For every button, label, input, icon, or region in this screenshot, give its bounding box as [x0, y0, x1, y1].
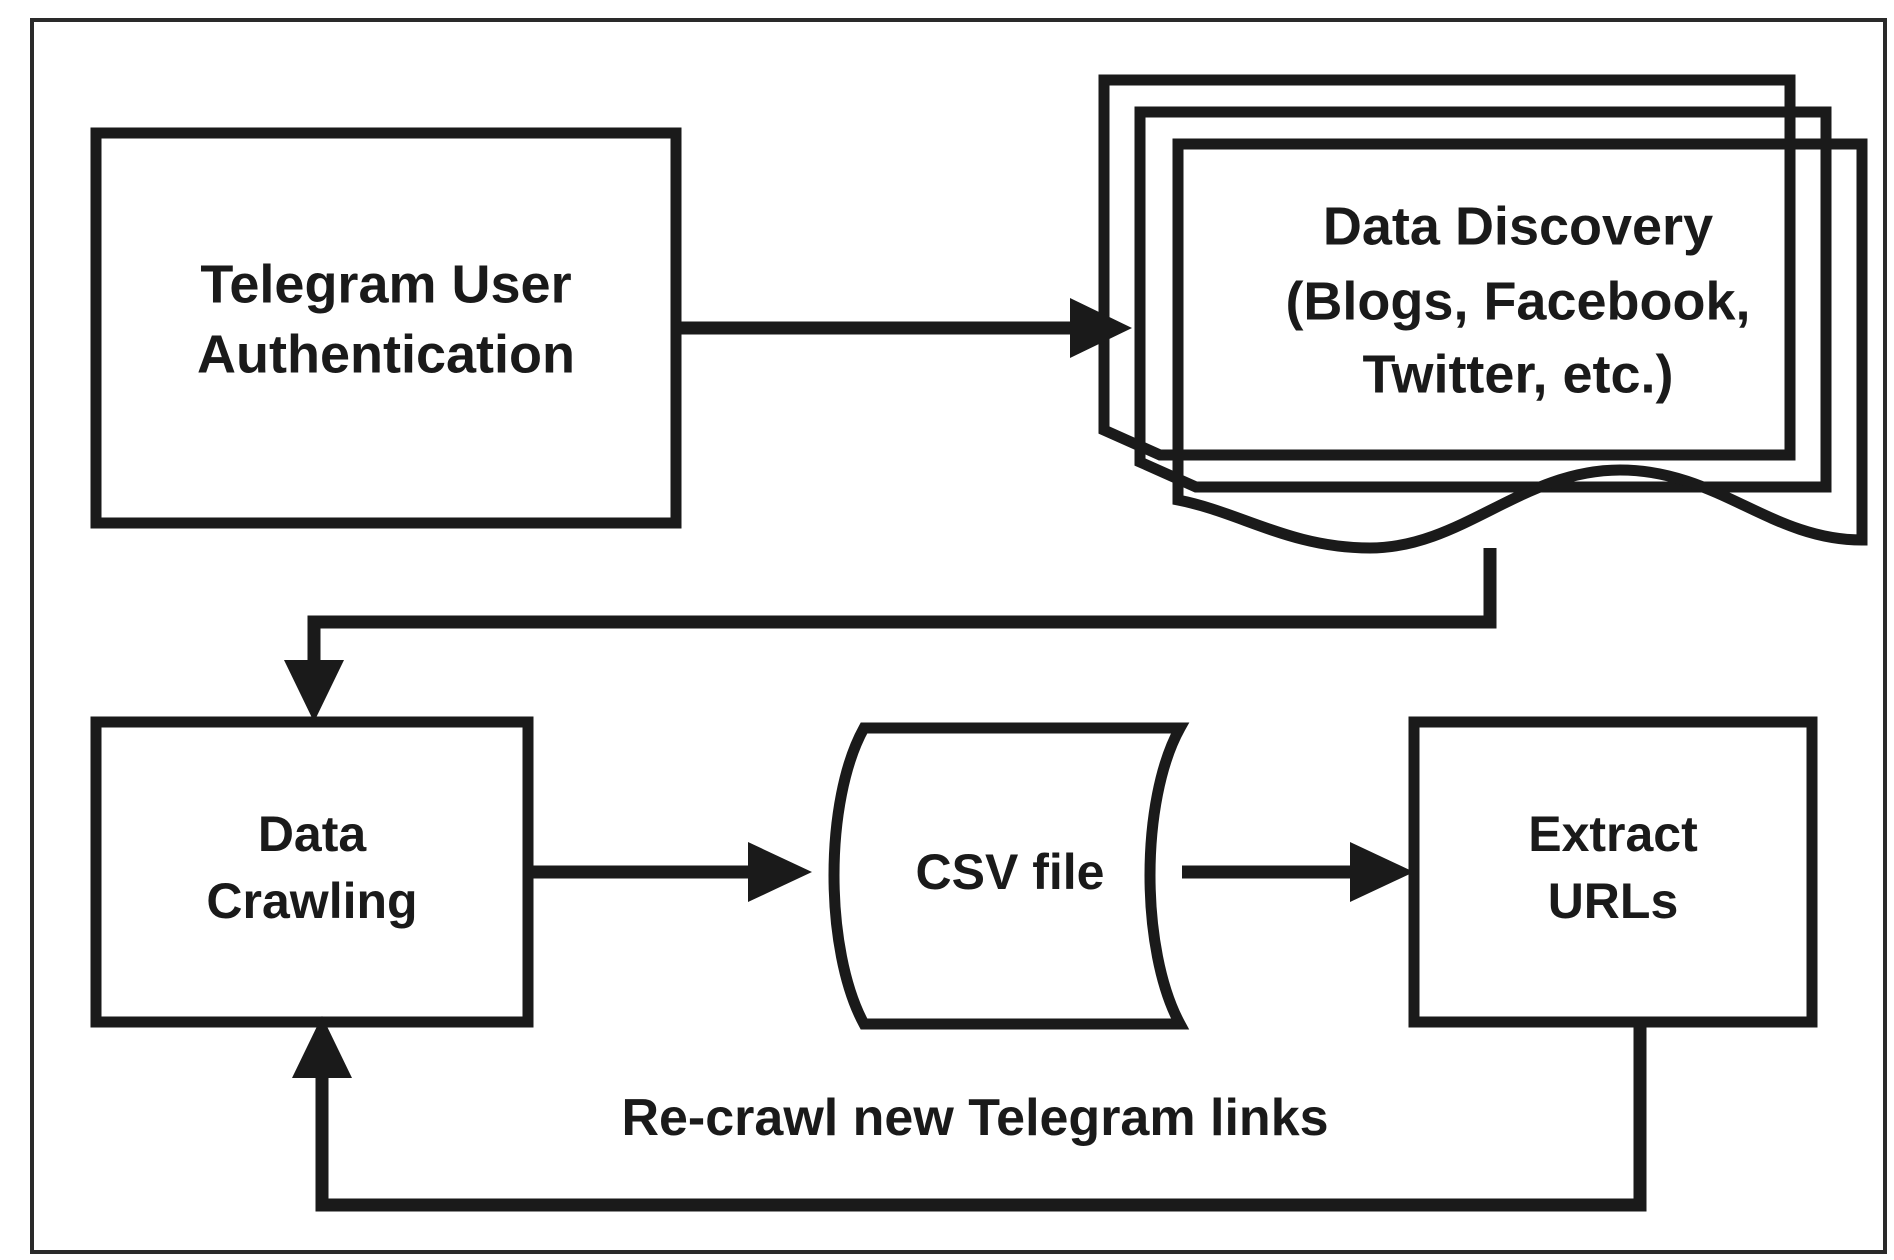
edge-auth-to-discovery	[676, 298, 1132, 358]
data-discovery-sheet-front	[1172, 138, 1868, 554]
outer-frame	[30, 18, 1887, 1254]
node-data-crawling[interactable]: Data Crawling	[90, 716, 534, 1028]
edge-discovery-to-crawling	[284, 548, 1497, 722]
data-discovery-label-line-2: (Blogs, Facebook,	[1285, 271, 1750, 331]
edge-crawling-to-csv-arrowhead	[748, 842, 812, 902]
data-discovery-sheet-middle	[1134, 106, 1832, 493]
telegram-auth-label-line-2: Authentication	[197, 324, 575, 384]
csv-file-label: CSV file	[916, 844, 1105, 900]
extract-urls-label-line-2: URLs	[1548, 873, 1679, 929]
extract-urls-label-line-1: Extract	[1528, 806, 1698, 862]
data-crawling-box	[90, 716, 534, 1028]
node-telegram-auth[interactable]: Telegram User Authentication	[90, 127, 682, 529]
edge-auth-to-discovery-arrowhead	[1070, 298, 1132, 358]
node-data-discovery[interactable]: Data Discovery (Blogs, Facebook, Twitter…	[1098, 74, 1868, 554]
data-crawling-label-line-2: Crawling	[206, 873, 417, 929]
edge-csv-to-extract-arrowhead	[1350, 842, 1414, 902]
edge-extract-to-crawling-feedback: Re-crawl new Telegram links	[292, 1016, 1647, 1212]
node-csv-file[interactable]: CSV file	[828, 722, 1190, 1030]
edge-feedback-label: Re-crawl new Telegram links	[621, 1089, 1328, 1147]
data-discovery-sheet-back	[1098, 74, 1796, 461]
node-extract-urls[interactable]: Extract URLs	[1408, 716, 1818, 1028]
edge-csv-to-extract	[1182, 842, 1414, 902]
csv-file-cylinder-body	[828, 722, 1190, 1030]
edge-discovery-to-crawling-path	[307, 548, 1497, 668]
data-crawling-label-line-1: Data	[258, 806, 368, 862]
edge-feedback-arrowhead	[292, 1016, 352, 1078]
extract-urls-box	[1408, 716, 1818, 1028]
edge-crawling-to-csv	[528, 842, 812, 902]
telegram-auth-label-line-1: Telegram User	[200, 254, 571, 314]
data-discovery-label-line-3: Twitter, etc.)	[1362, 344, 1673, 404]
edge-feedback-path	[315, 1022, 1647, 1212]
edge-discovery-to-crawling-arrowhead	[284, 660, 344, 722]
data-discovery-label-line-1: Data Discovery	[1323, 196, 1713, 256]
